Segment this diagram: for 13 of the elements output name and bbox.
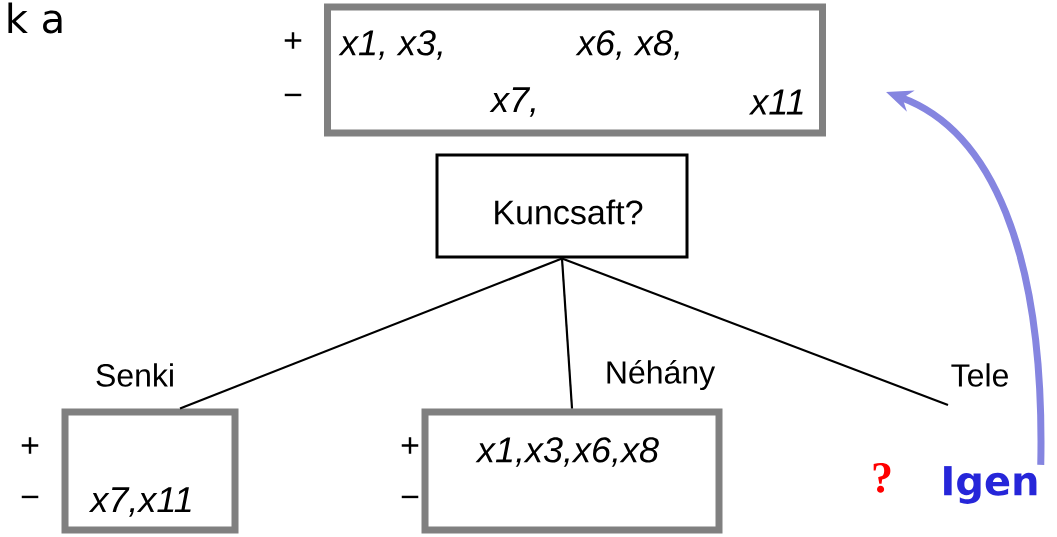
answer-text: Igen: [944, 466, 1037, 504]
edge-label: Tele: [949, 362, 1011, 388]
sample-box: x7,x11: [61, 408, 239, 534]
branch-line: [560, 258, 574, 409]
sample-box: x1,x3,x6,x8: [421, 408, 723, 534]
branch-line: [561, 257, 949, 406]
question-mark: ?: [873, 463, 891, 493]
branch-line: [179, 257, 563, 410]
sample-box: x1, x3, x6, x8, x7, x11: [324, 3, 826, 137]
decision-box: Kuncsaft?: [435, 153, 689, 259]
edge-label: Senki: [94, 362, 177, 388]
heading-text: k a: [8, 2, 62, 34]
edge-label: Néhány: [603, 358, 717, 392]
